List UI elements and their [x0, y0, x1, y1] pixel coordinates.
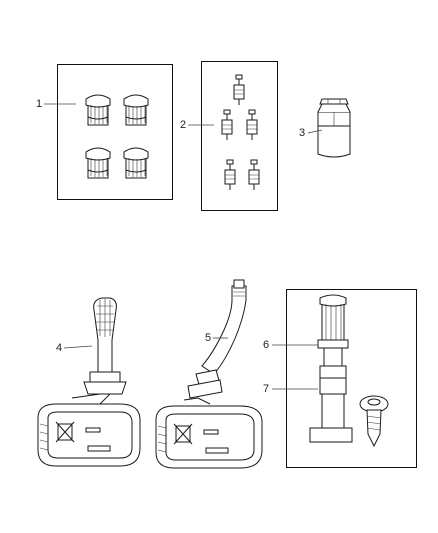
- callout-3: 3: [299, 127, 306, 139]
- group-box-valve-cores: [201, 61, 278, 211]
- callout-1: 1: [36, 98, 43, 110]
- valve-cap-part: [123, 94, 149, 126]
- callout-2: 2: [180, 119, 187, 131]
- tpms-sensor-part: [155, 279, 263, 469]
- callout-5: 5: [205, 332, 212, 344]
- callout-4: 4: [56, 342, 63, 354]
- group-box-valve-caps: [57, 64, 173, 200]
- valve-core-part: [233, 74, 245, 105]
- callout-6: 6: [263, 339, 270, 351]
- tpms-sensor-part: [37, 297, 141, 467]
- nut-part: [317, 98, 351, 158]
- leader-line: [63, 345, 93, 349]
- screw-part: [359, 395, 389, 448]
- callout-7: 7: [263, 383, 270, 395]
- valve-core-part: [246, 109, 258, 140]
- valve-stem-part: [309, 294, 353, 443]
- group-box-valve-stem-kit: [286, 289, 417, 468]
- valve-core-part: [221, 109, 233, 140]
- valve-cap-part: [123, 147, 149, 179]
- leader-line: [307, 129, 323, 134]
- valve-core-part: [248, 159, 260, 190]
- valve-core-part: [224, 159, 236, 190]
- valve-cap-part: [85, 147, 111, 179]
- valve-cap-part: [85, 94, 111, 126]
